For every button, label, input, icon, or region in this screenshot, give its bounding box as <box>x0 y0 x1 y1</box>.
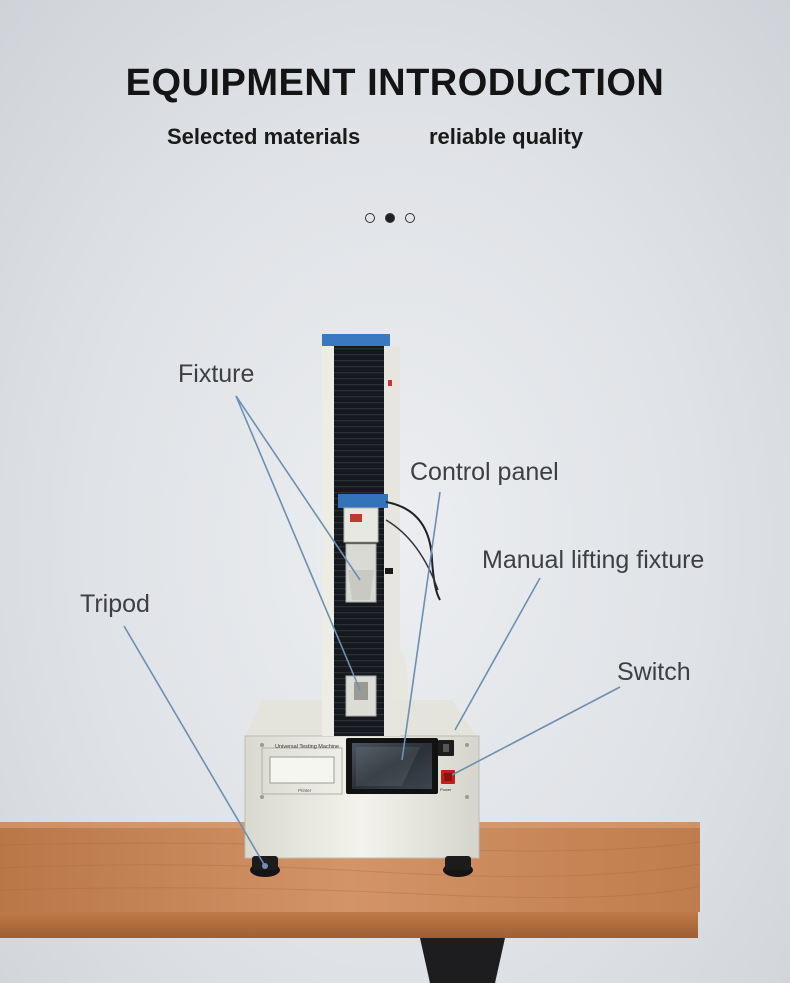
callout-switch: Switch <box>617 658 691 686</box>
subtitle-left: Selected materials <box>167 124 361 149</box>
leader-switch <box>451 686 621 776</box>
callout-fixture: Fixture <box>178 360 255 388</box>
callout-manual-lifting-fixture: Manual lifting fixture <box>482 546 705 574</box>
leader-lines <box>123 395 621 867</box>
callout-control-panel: Control panel <box>410 458 559 486</box>
nameplate-text: Universal Testing Machine <box>275 744 339 750</box>
leader-fixture-lower <box>235 395 361 691</box>
leader-manual-lifting <box>454 577 541 731</box>
carousel-dot-2[interactable] <box>385 213 395 223</box>
carousel-dot-1[interactable] <box>365 213 375 223</box>
table <box>0 822 701 983</box>
subtitle-right: reliable quality <box>429 124 584 149</box>
carousel-indicator <box>365 213 415 223</box>
callout-tripod: Tripod <box>80 590 150 618</box>
machine-base: Universal Testing Machine Printer Power <box>244 700 480 877</box>
page-title: EQUIPMENT INTRODUCTION <box>125 62 665 104</box>
machine-column <box>322 334 441 736</box>
leader-control-panel <box>401 491 441 761</box>
carousel-dot-3[interactable] <box>405 213 415 223</box>
leader-fixture-upper <box>235 395 361 581</box>
power-label-text: Power <box>440 787 452 792</box>
printer-text: Printer <box>298 788 312 793</box>
leader-tripod <box>123 625 266 867</box>
